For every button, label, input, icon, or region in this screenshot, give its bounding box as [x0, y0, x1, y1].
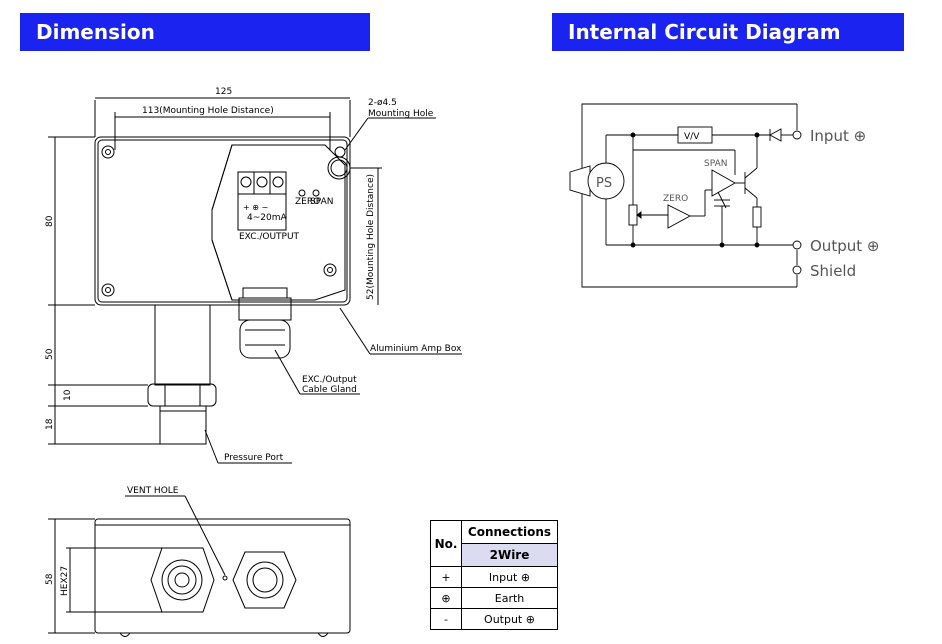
dim-height-10: 10	[63, 389, 73, 401]
span-label: SPAN	[310, 197, 333, 207]
dim-hole-spec: 2-ø4.5	[368, 98, 397, 108]
col-no-header: No.	[430, 520, 462, 567]
circuit-header: Internal Circuit Diagram	[552, 13, 904, 51]
connections-table: No. Connections 2Wire + Input ⊕ ⊕ Earth …	[430, 520, 558, 630]
dim-height-50: 50	[45, 348, 55, 360]
table-row: - Output ⊕	[430, 608, 558, 630]
table-row: + Input ⊕	[430, 566, 558, 588]
exc-output-label: EXC./OUTPUT	[239, 232, 300, 242]
ps-label: PS	[596, 176, 612, 191]
vv-label: V/V	[684, 132, 700, 142]
pressure-port-label: Pressure Port	[224, 453, 284, 463]
dim-width-125: 125	[215, 87, 232, 97]
circuit-diagram: V/V Input ⊕ Output ⊕ Shield PS ZERO	[569, 103, 879, 288]
row-value: Earth	[461, 587, 558, 609]
col-2wire-header: 2Wire	[461, 543, 558, 567]
dim-mounting-hole: Mounting Hole	[368, 109, 434, 119]
input-terminal-label: Input ⊕	[810, 127, 866, 145]
dimension-top-view: 125 113(Mounting Hole Distance) 2-ø4.5 M…	[45, 87, 462, 464]
output-terminal-label: Output ⊕	[810, 237, 879, 255]
zero-amp-label: ZERO	[663, 194, 688, 204]
row-no: ⊕	[430, 587, 462, 609]
dim-vertical-hole-distance: 52(Mounting Hole Distance)	[366, 174, 376, 300]
gland-label-2: Cable Gland	[302, 385, 357, 395]
shield-terminal-label: Shield	[810, 262, 856, 280]
row-value: Input ⊕	[461, 566, 558, 588]
range-label: 4~20mA	[247, 213, 287, 223]
span-amp-label: SPAN	[704, 159, 727, 169]
dimension-side-view: VENT HOLE 58 HEX27	[45, 486, 351, 637]
row-no: -	[430, 608, 462, 630]
col-connections-header: Connections	[461, 520, 558, 544]
vent-hole-label: VENT HOLE	[127, 486, 179, 496]
gland-label-1: EXC./Output	[302, 375, 357, 385]
zero-label: ZERO	[295, 197, 320, 207]
table-row: ⊕ Earth	[430, 587, 558, 609]
svg-text:+ ⊕ −: + ⊕ −	[243, 203, 268, 212]
dim-height-58: 58	[45, 573, 55, 585]
dim-height-80: 80	[45, 215, 55, 227]
dim-hex27: HEX27	[60, 566, 70, 596]
row-value: Output ⊕	[461, 608, 558, 630]
amp-box-label: Aluminium Amp Box	[370, 344, 462, 354]
dimension-header: Dimension	[20, 13, 370, 51]
row-no: +	[430, 566, 462, 588]
dim-mounting-hole-distance: 113(Mounting Hole Distance)	[142, 106, 274, 116]
dim-height-18: 18	[45, 418, 55, 430]
